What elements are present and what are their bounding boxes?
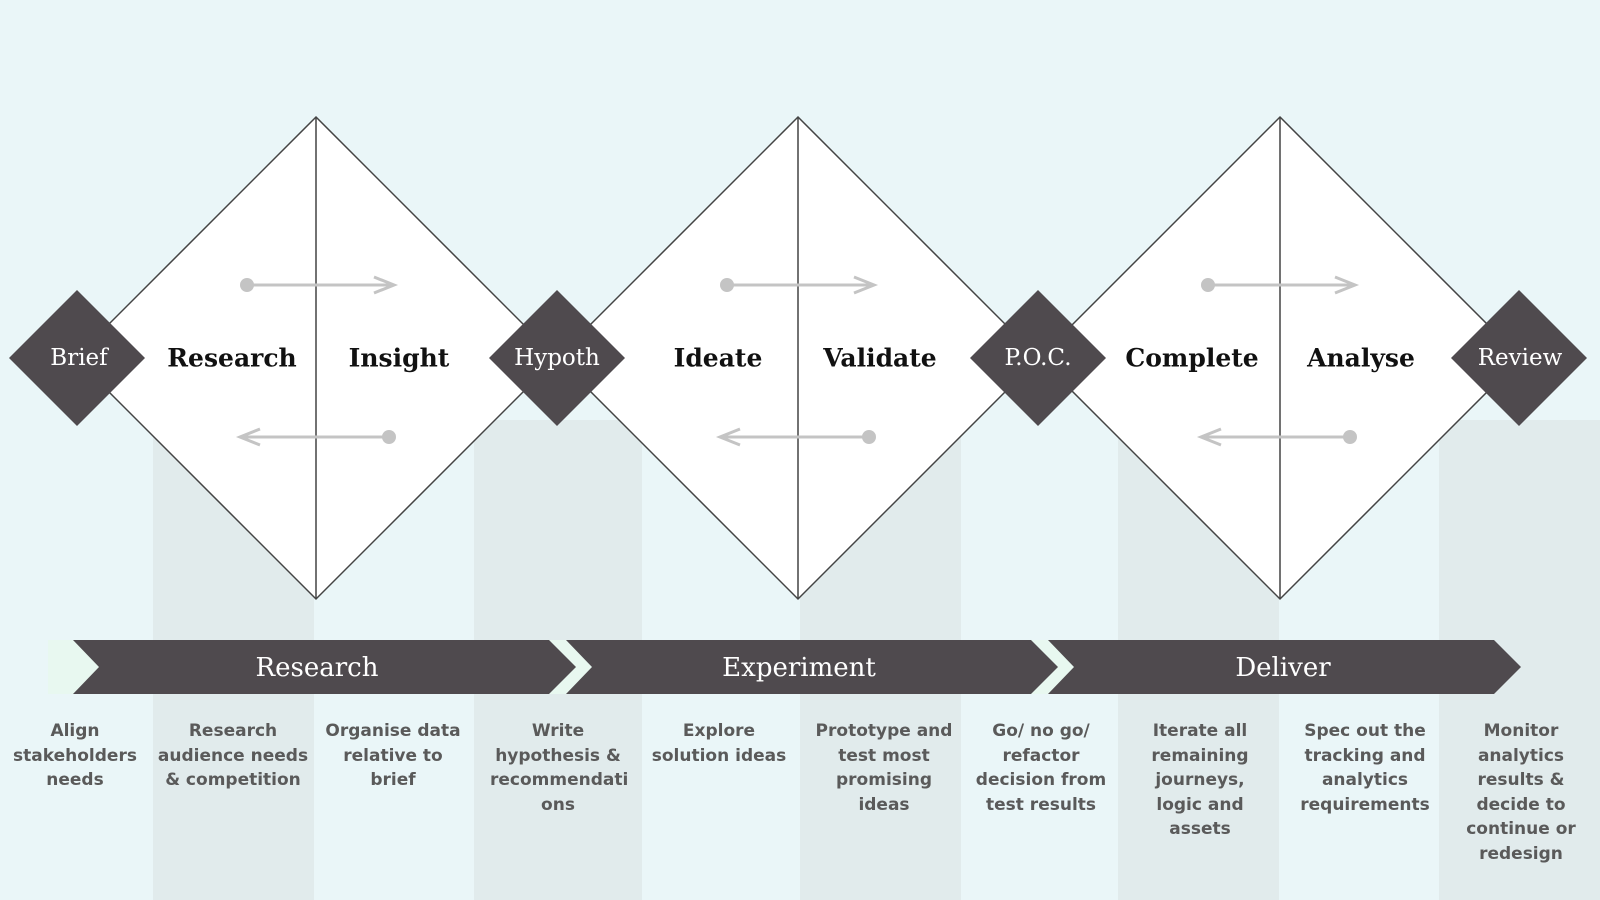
diamond-complete-analyse [1037,115,1523,601]
node-label-poc: P.O.C. [1004,345,1072,371]
step-description-3: Organise data relative to brief [325,721,461,790]
step-description-7: Go/ no go/ refactor decision from test r… [975,721,1107,815]
forward-arrow-2 [720,275,879,295]
backward-arrow-1 [235,427,396,447]
phase-label-complete: Complete [1125,343,1259,373]
step-description-2: Research audience needs & competition [157,721,309,790]
phase-label-validate: Validate [823,343,937,373]
chevron-band-research [73,640,576,694]
step-description-8: Iterate all remaining journeys, logic an… [1151,721,1249,839]
step-description-10: Monitor analytics results & decide to co… [1466,721,1576,864]
step-description-6: Prototype and test most promising ideas [815,721,953,815]
phase-label-ideate: Ideate [673,343,763,373]
phase-label-research: Research [167,343,297,373]
phase-label-insight: Insight [348,343,450,373]
band-label-deliver: Deliver [1235,653,1331,683]
diamond-ideate-validate [555,115,1041,601]
backward-arrow-2 [715,427,876,447]
step-description-4: Write hypothesis & recommendati ons [490,721,629,815]
step-description-9: Spec out the tracking and analytics requ… [1300,721,1430,815]
diamond-research-insight [73,115,559,601]
chevron-band-experiment [566,640,1058,694]
node-diamond-hypoth [489,290,625,426]
node-diamond-poc [970,290,1106,426]
chevron-band-deliver [1048,640,1521,694]
forward-arrow-1 [240,275,399,295]
phase-label-analyse: Analyse [1307,343,1415,373]
band-label-experiment: Experiment [722,653,876,683]
node-label-hypoth: Hypoth [514,345,600,371]
step-description-5: Explore solution ideas [651,721,787,766]
node-label-review: Review [1477,345,1563,371]
node-diamond-brief [9,290,145,426]
node-diamond-review [1451,290,1587,426]
backward-arrow-3 [1196,427,1357,447]
node-label-brief: Brief [50,345,108,371]
forward-arrow-3 [1201,275,1360,295]
band-label-research: Research [255,653,379,683]
step-description-1: Align stakeholders needs [13,721,137,790]
